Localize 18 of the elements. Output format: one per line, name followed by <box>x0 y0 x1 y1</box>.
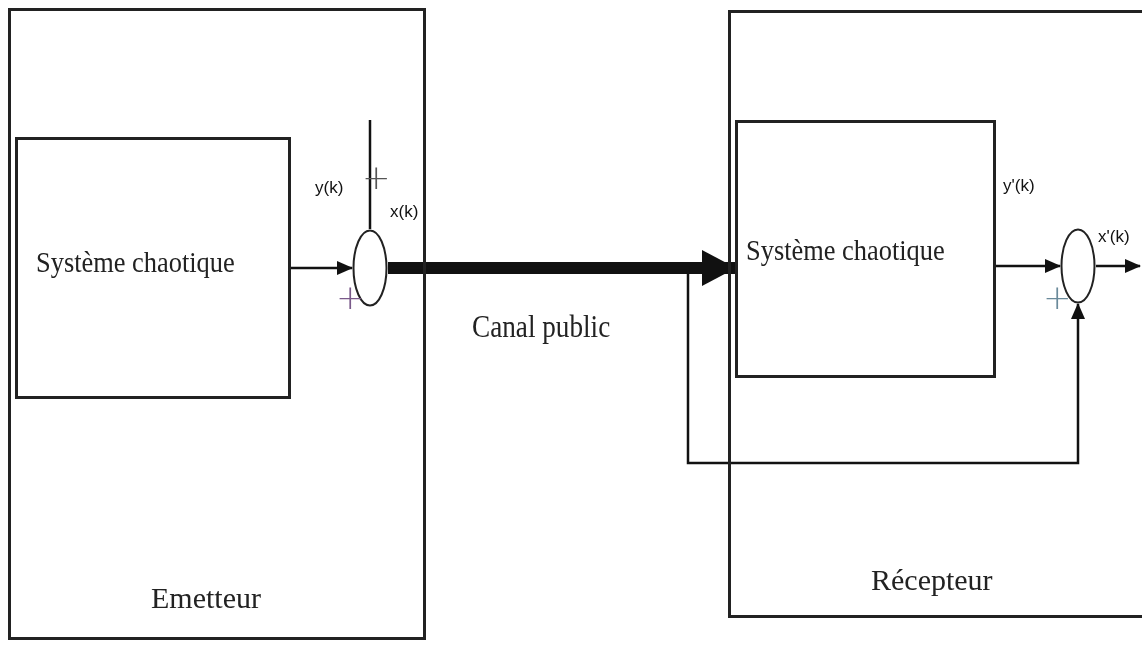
signal-label: y(k) <box>315 178 344 198</box>
sign-label: + <box>1043 280 1072 314</box>
block-label: Système chaotique <box>746 233 945 267</box>
sign-label: + <box>336 280 365 314</box>
process-box <box>15 137 291 399</box>
arrow <box>291 261 353 275</box>
signal-label: y'(k) <box>1003 176 1035 196</box>
block-title: Récepteur <box>871 563 993 597</box>
block-title: Emetteur <box>151 581 261 615</box>
block-frame <box>8 8 426 640</box>
block-label: Système chaotique <box>36 245 235 279</box>
signal-label: x'(k) <box>1098 227 1130 247</box>
signal-label: x(k) <box>390 202 419 222</box>
arrow <box>1096 259 1141 273</box>
arrow <box>388 250 736 286</box>
block-frame <box>728 10 1142 618</box>
arrow <box>996 259 1061 273</box>
process-box <box>735 120 996 378</box>
